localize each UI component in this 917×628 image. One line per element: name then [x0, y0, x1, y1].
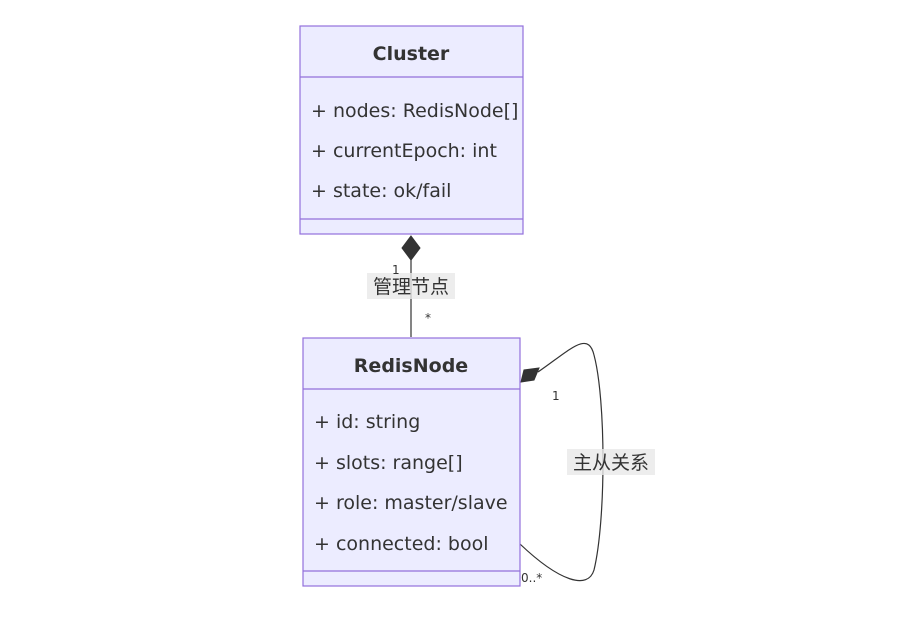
relation-manages-label-background: [367, 273, 455, 299]
class-cluster-attribute: + state: ok/fail: [311, 180, 451, 202]
relation-manages: 管理节点 1 *: [367, 235, 455, 337]
relation-master-slave-from-cardinality: 1: [552, 389, 560, 403]
class-redisnode-attribute: + id: string: [314, 411, 420, 433]
relation-master-slave-label: 主从关系: [573, 452, 649, 474]
class-redisnode-box: [302, 337, 521, 587]
class-cluster-attribute: + nodes: RedisNode[]: [311, 100, 518, 122]
composition-diamond-icon: [401, 235, 421, 261]
relation-manages-label: 管理节点: [373, 276, 449, 298]
class-redisnode-attribute: + role: master/slave: [314, 492, 508, 514]
class-cluster-attribute: + currentEpoch: int: [311, 140, 497, 162]
composition-diamond-icon: [520, 367, 540, 383]
class-redisnode-attribute: + slots: range[]: [314, 452, 463, 474]
class-redisnode-title: RedisNode: [354, 355, 468, 377]
relation-manages-to-cardinality: *: [425, 311, 431, 325]
class-cluster-box: [299, 25, 524, 235]
class-cluster: Cluster + nodes: RedisNode[] + currentEp…: [299, 25, 524, 235]
relation-master-slave-to-cardinality: 0..*: [521, 571, 542, 585]
relation-master-slave: 主从关系 1 0..*: [519, 342, 655, 585]
relation-master-slave-label-background: [567, 449, 655, 475]
relation-manages-from-cardinality: 1: [392, 263, 400, 277]
class-redisnode: RedisNode + id: string + slots: range[] …: [302, 337, 521, 587]
class-redisnode-attribute: + connected: bool: [314, 533, 488, 555]
class-cluster-title: Cluster: [373, 43, 450, 65]
